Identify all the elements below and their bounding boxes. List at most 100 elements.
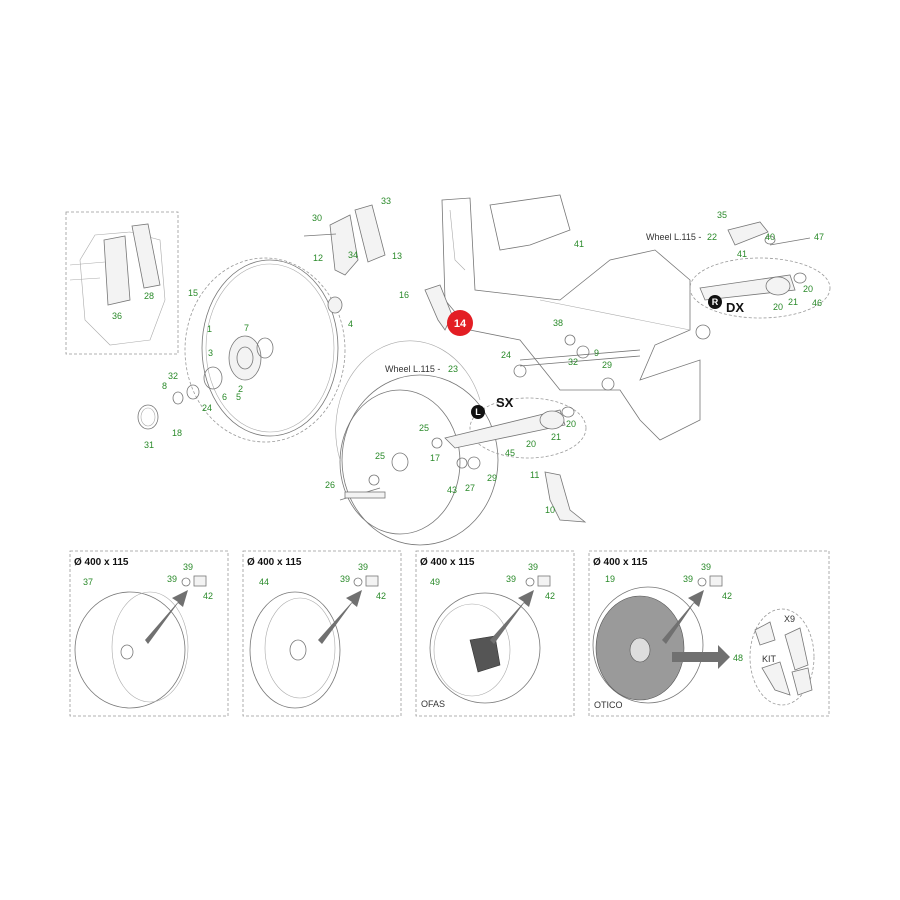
bracket-group bbox=[303, 204, 386, 276]
center-wheel bbox=[335, 340, 499, 546]
callout-46: 46 bbox=[812, 298, 822, 308]
arrow-right-icon bbox=[672, 645, 730, 669]
callout-33: 33 bbox=[381, 196, 391, 206]
callout-28: 28 bbox=[144, 291, 154, 301]
callout-13: 13 bbox=[392, 251, 402, 261]
side-left-text: SX bbox=[496, 395, 514, 410]
panel-4-brand: OTICO bbox=[594, 700, 623, 710]
callout-42a: 42 bbox=[203, 591, 213, 601]
callout-36: 36 bbox=[112, 311, 122, 321]
callout-20d: 20 bbox=[803, 284, 813, 294]
wheel-panel-49[interactable]: Ø 400 x 115 49 39 39 42 OFAS bbox=[415, 550, 575, 717]
wheel-panel-37[interactable]: Ø 400 x 115 37 39 39 42 bbox=[69, 550, 229, 717]
callout-11: 11 bbox=[530, 470, 539, 480]
callout-49: 49 bbox=[430, 577, 440, 587]
panel-3-dimension: Ø 400 x 115 bbox=[420, 557, 475, 568]
callout-16: 16 bbox=[399, 290, 409, 300]
wheel-panel-44[interactable]: Ø 400 x 115 44 39 39 42 bbox=[242, 550, 402, 717]
side-left-marker: L SX bbox=[471, 395, 514, 419]
callout-4: 4 bbox=[348, 319, 353, 329]
callout-39f: 39 bbox=[506, 574, 516, 584]
callout-43: 43 bbox=[447, 485, 457, 495]
side-left-badge: L bbox=[475, 407, 481, 417]
callout-26: 26 bbox=[325, 480, 335, 490]
callout-8: 8 bbox=[162, 381, 167, 391]
arm-left bbox=[444, 397, 587, 459]
arm-right bbox=[689, 257, 831, 319]
callout-39e: 39 bbox=[528, 562, 538, 572]
blade-part bbox=[544, 471, 587, 523]
callout-42c: 42 bbox=[545, 591, 555, 601]
callout-17: 17 bbox=[430, 453, 440, 463]
arrow-icon bbox=[490, 590, 534, 644]
arrow-icon bbox=[662, 590, 704, 644]
panel-2-dimension: Ø 400 x 115 bbox=[247, 557, 302, 568]
callout-41a: 41 bbox=[574, 239, 584, 249]
callout-24a: 24 bbox=[202, 403, 212, 413]
highlight-number: 14 bbox=[454, 318, 467, 330]
callout-1: 1 bbox=[207, 324, 212, 334]
callout-20c: 20 bbox=[773, 302, 783, 312]
callout-39c: 39 bbox=[358, 562, 368, 572]
callout-20b: 20 bbox=[566, 419, 576, 429]
callout-39g: 39 bbox=[701, 562, 711, 572]
callout-30: 30 bbox=[312, 213, 322, 223]
disc-assembly bbox=[137, 257, 346, 443]
callout-23: 23 bbox=[448, 364, 458, 374]
wheel-label-left: Wheel L.115 - bbox=[385, 364, 440, 374]
callout-35: 35 bbox=[717, 210, 727, 220]
callout-21a: 21 bbox=[551, 432, 561, 442]
panel-1-dimension: Ø 400 x 115 bbox=[74, 557, 129, 568]
top-right-parts bbox=[727, 221, 811, 246]
callout-42d: 42 bbox=[722, 591, 732, 601]
callout-20a: 20 bbox=[526, 439, 536, 449]
callout-44: 44 bbox=[259, 577, 269, 587]
callout-32a: 32 bbox=[168, 371, 178, 381]
callout-32b: 32 bbox=[568, 357, 578, 367]
highlight-callout-14[interactable]: 14 bbox=[447, 310, 473, 336]
callout-42b: 42 bbox=[376, 591, 386, 601]
callout-9: 9 bbox=[594, 348, 599, 358]
callout-39d: 39 bbox=[340, 574, 350, 584]
washers bbox=[368, 324, 711, 486]
callout-34: 34 bbox=[348, 250, 358, 260]
callout-48: 48 bbox=[733, 653, 743, 663]
callout-40: 40 bbox=[765, 232, 775, 242]
wheel-label-right: Wheel L.115 - bbox=[646, 232, 701, 242]
callout-10: 10 bbox=[545, 505, 555, 515]
callout-25b: 25 bbox=[375, 451, 385, 461]
callout-18: 18 bbox=[172, 428, 182, 438]
callout-25a: 25 bbox=[419, 423, 429, 433]
callout-24b: 24 bbox=[501, 350, 511, 360]
inset-detail bbox=[65, 211, 179, 355]
callout-3: 3 bbox=[208, 348, 213, 358]
panel-4-dimension: Ø 400 x 115 bbox=[593, 557, 648, 568]
callout-38: 38 bbox=[553, 318, 563, 328]
callout-19: 19 bbox=[605, 574, 615, 584]
callout-45: 45 bbox=[505, 448, 515, 458]
side-right-marker: R DX bbox=[708, 295, 744, 315]
callout-39a: 39 bbox=[183, 562, 193, 572]
callout-21b: 21 bbox=[788, 297, 798, 307]
panel-3-brand: OFAS bbox=[421, 699, 445, 709]
callout-29a: 29 bbox=[602, 360, 612, 370]
callout-41b: 41 bbox=[737, 249, 747, 259]
side-right-text: DX bbox=[726, 300, 744, 315]
wheel-panel-19[interactable]: Ø 400 x 115 19 39 39 42 48 X9 KIT OTICO bbox=[588, 550, 830, 717]
callout-31: 31 bbox=[144, 440, 154, 450]
arrow-icon bbox=[145, 590, 188, 644]
arrow-icon bbox=[318, 590, 362, 644]
callout-6: 6 bbox=[222, 392, 227, 402]
frame bbox=[441, 194, 701, 441]
side-right-badge: R bbox=[712, 297, 719, 307]
callout-2: 2 bbox=[238, 384, 243, 394]
callout-39h: 39 bbox=[683, 574, 693, 584]
callout-7: 7 bbox=[244, 323, 249, 333]
callout-5: 5 bbox=[236, 392, 241, 402]
callouts: 1 2 3 4 5 6 7 8 9 10 11 12 13 15 16 17 1… bbox=[112, 196, 824, 515]
kit-label: KIT bbox=[762, 654, 777, 664]
callout-15: 15 bbox=[188, 288, 198, 298]
callout-27: 27 bbox=[465, 483, 475, 493]
callout-47: 47 bbox=[814, 232, 824, 242]
